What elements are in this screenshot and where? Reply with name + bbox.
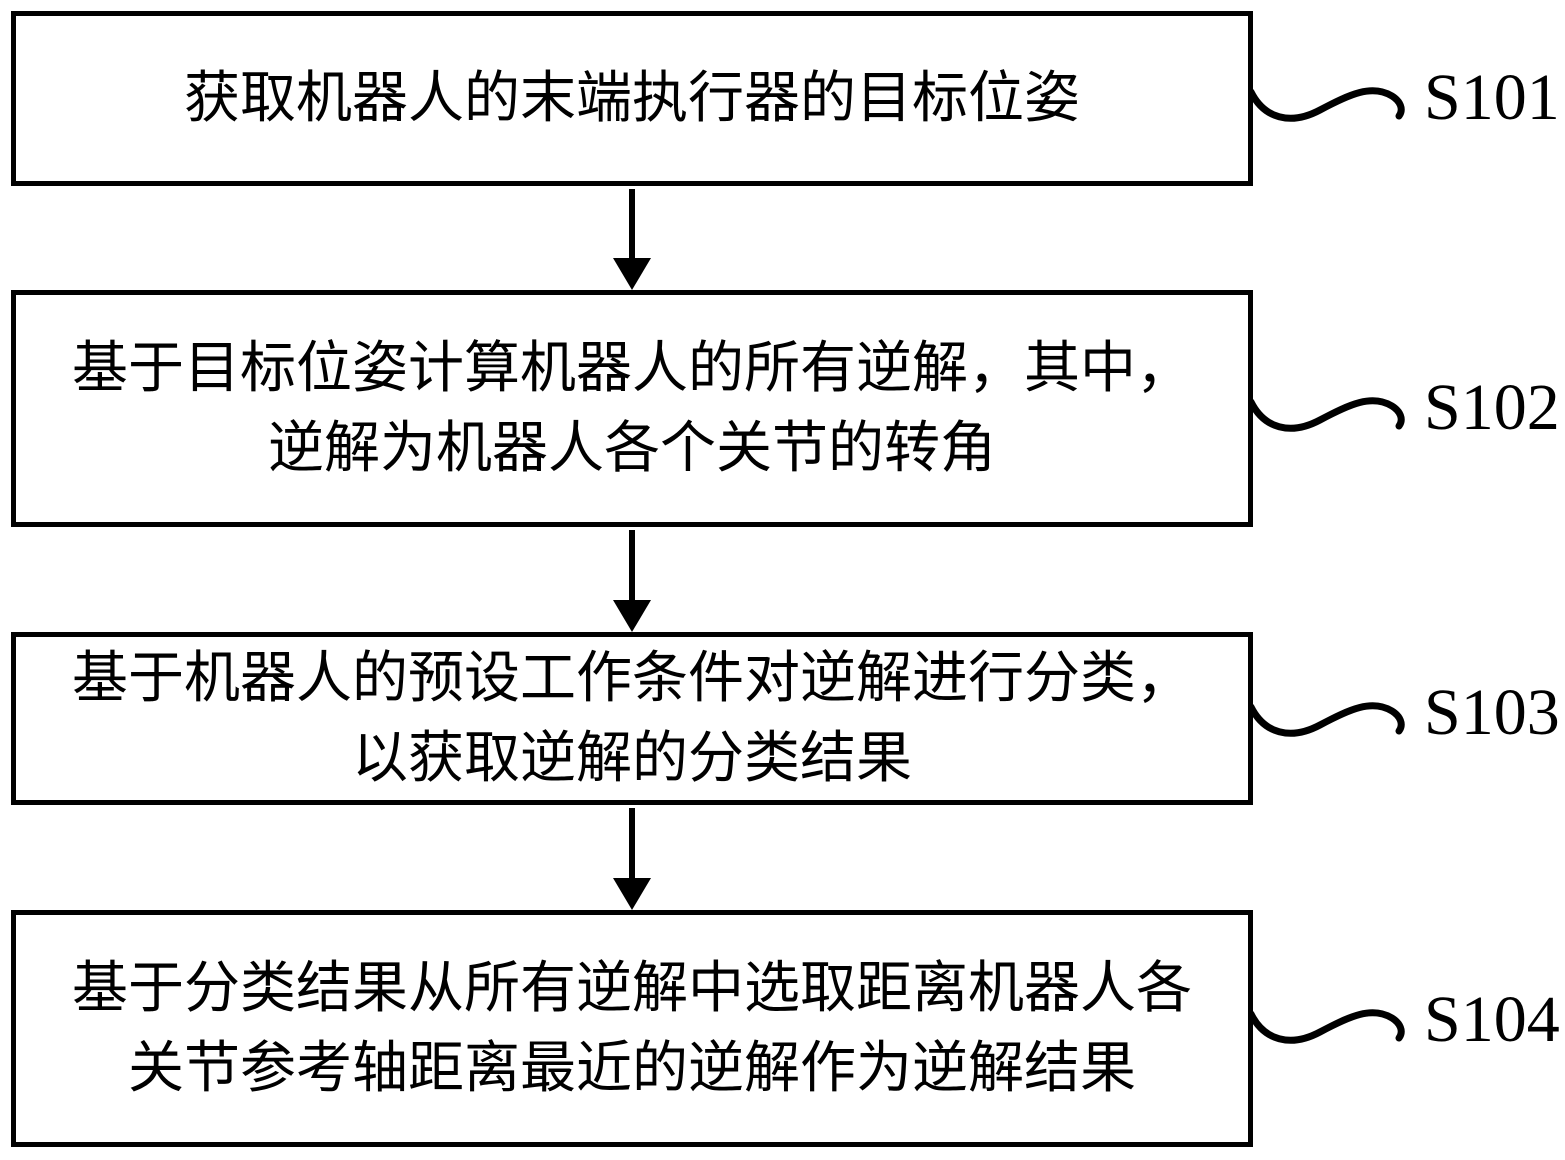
wavy-connector-icon [1248,87,1405,122]
arrow-head [613,878,651,910]
arrow-shaft [629,530,635,605]
step-text: 基于目标位姿计算机器人的所有逆解，其中， [72,337,1192,400]
step-text: 逆解为机器人各个关节的转角 [268,417,996,480]
step-text: 基于分类结果从所有逆解中选取距离机器人各 [72,957,1192,1020]
wavy-connector-icon [1248,397,1405,432]
step-text: 获取机器人的末端执行器的目标位姿 [184,67,1080,130]
down-arrow-icon [613,189,651,290]
arrow-shaft [629,189,635,263]
step-label-text: S103 [1424,676,1560,749]
arrow-shaft [629,808,635,883]
step-label-s101: S101 [1248,62,1565,134]
step-label-text: S102 [1424,371,1560,444]
step-label-s102: S102 [1248,372,1565,444]
step-box-s104: 基于分类结果从所有逆解中选取距离机器人各 关节参考轴距离最近的逆解作为逆解结果 [11,910,1253,1147]
wavy-connector-icon [1248,1009,1405,1044]
wavy-connector-icon [1248,702,1405,737]
down-arrow-icon [613,530,651,632]
step-label-s104: S104 [1248,984,1565,1056]
down-arrow-icon [613,808,651,910]
step-label-s103: S103 [1248,677,1565,749]
step-text: 基于机器人的预设工作条件对逆解进行分类， [72,647,1192,710]
step-box-s101: 获取机器人的末端执行器的目标位姿 [11,11,1253,186]
arrow-head [613,600,651,632]
step-label-text: S104 [1424,983,1560,1056]
step-box-s102: 基于目标位姿计算机器人的所有逆解，其中， 逆解为机器人各个关节的转角 [11,290,1253,527]
step-label-text: S101 [1424,61,1560,134]
step-text: 关节参考轴距离最近的逆解作为逆解结果 [128,1037,1136,1100]
arrow-head [613,258,651,290]
step-box-s103: 基于机器人的预设工作条件对逆解进行分类， 以获取逆解的分类结果 [11,632,1253,805]
step-text: 以获取逆解的分类结果 [352,727,912,790]
